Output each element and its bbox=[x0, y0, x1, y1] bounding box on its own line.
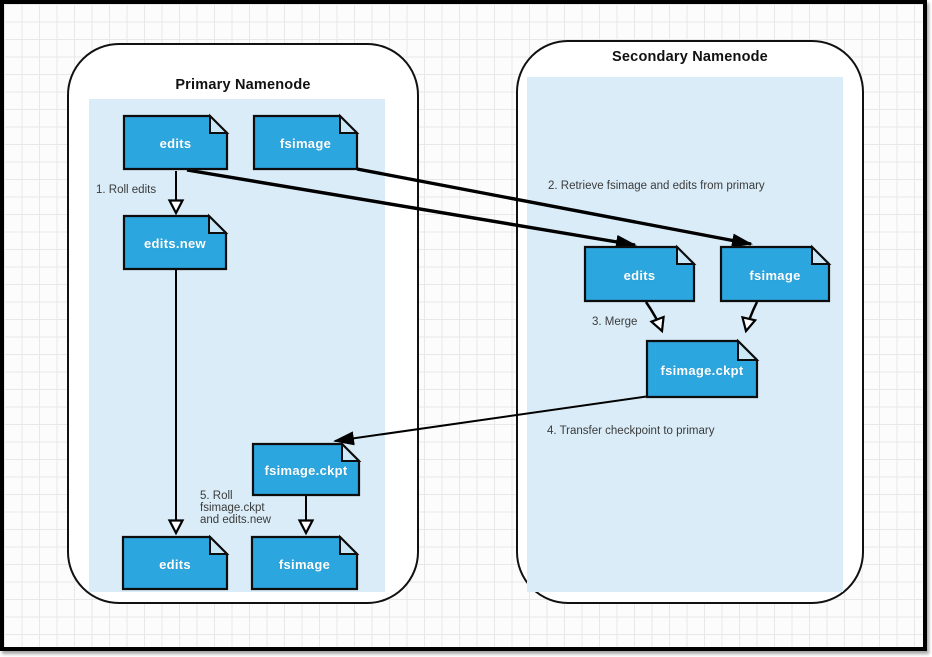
secondary-namenode-title: Secondary Namenode bbox=[612, 49, 768, 65]
file-label-primary-edits-bottom: edits bbox=[159, 556, 191, 572]
file-label-secondary-fsimage-ckpt: fsimage.ckpt bbox=[660, 362, 744, 378]
file-label-primary-fsimage-ckpt: fsimage.ckpt bbox=[264, 463, 348, 478]
file-label-primary-edits-new: edits.new bbox=[144, 236, 206, 251]
step-5-roll-ckpt-label: 5. Roll fsimage.ckpt and edits.new bbox=[200, 490, 271, 527]
file-label-primary-fsimage-bottom: fsimage bbox=[278, 556, 331, 572]
step-4-transfer-label: 4. Transfer checkpoint to primary bbox=[547, 425, 715, 437]
file-label-secondary-fsimage: fsimage bbox=[749, 267, 801, 283]
file-label-primary-edits: edits bbox=[159, 136, 192, 151]
file-label-secondary-edits: edits bbox=[623, 267, 656, 283]
step-1-roll-edits-label: 1. Roll edits bbox=[96, 184, 157, 196]
step-2-retrieve-label: 2. Retrieve fsimage and edits from prima… bbox=[548, 180, 765, 192]
primary-namenode-title: Primary Namenode bbox=[175, 77, 311, 93]
secondary-namenode-area bbox=[527, 77, 843, 592]
step-3-merge-label: 3. Merge bbox=[592, 316, 638, 328]
file-label-primary-fsimage: fsimage bbox=[279, 136, 332, 151]
